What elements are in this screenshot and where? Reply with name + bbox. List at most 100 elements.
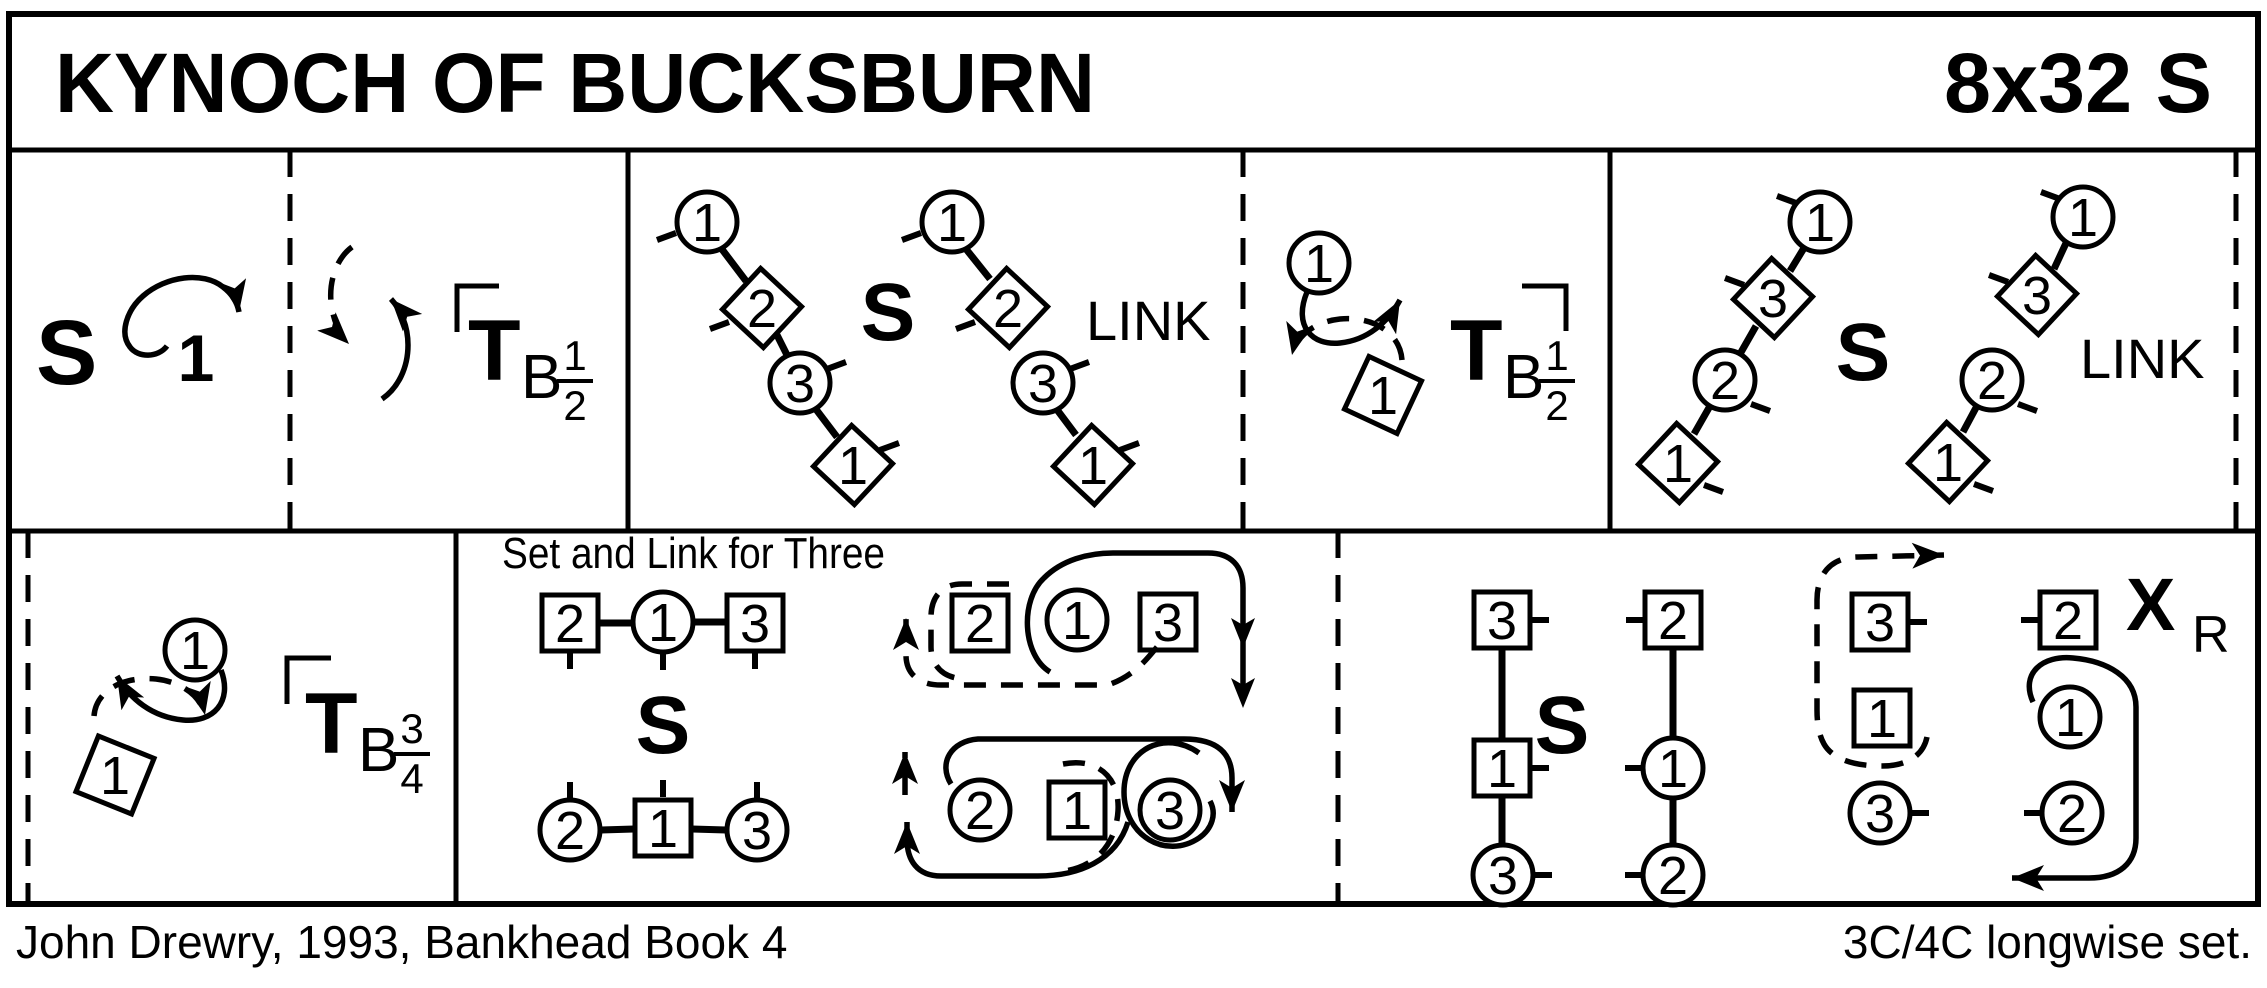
connector — [2050, 239, 2071, 271]
dancer-number: 3 — [1758, 269, 1788, 329]
hand-symbol: B — [1503, 343, 1544, 412]
fraction-denominator: 2 — [1545, 382, 1568, 429]
dancer-number: 3 — [1865, 784, 1895, 844]
dancer-circle — [1692, 347, 1758, 413]
dancer-number: 1 — [1805, 193, 1835, 253]
facing-tick — [1118, 440, 1141, 453]
dancer-square — [2037, 589, 2099, 651]
dancer-number: 1 — [937, 193, 967, 253]
facing-tick — [1775, 193, 1798, 206]
dancer-number: 3 — [2022, 266, 2052, 326]
dancer-circle — [537, 797, 603, 863]
dance-title: KYNOCH OF BUCKSBURN — [55, 36, 1095, 130]
fraction-numerator: 3 — [400, 705, 423, 752]
dancer-diamond — [72, 732, 158, 818]
fraction-numerator: 1 — [1545, 332, 1568, 379]
set-type: 3C/4C longwise set. — [1843, 916, 2252, 968]
dancer-square — [632, 797, 694, 859]
dancer-circle — [630, 589, 696, 655]
dancer-square — [1137, 591, 1199, 653]
travel-path-solid — [943, 736, 1245, 812]
dancer-number: 3 — [1488, 846, 1518, 906]
cast-arrow — [122, 274, 247, 358]
set-symbol: S — [1535, 680, 1590, 771]
dancer-number: 3 — [1153, 593, 1183, 653]
connector — [1052, 404, 1079, 438]
set-symbol: S — [1836, 307, 1891, 398]
couple-number: 1 — [178, 321, 215, 395]
facing-tick — [1702, 482, 1725, 495]
dancer-square — [1471, 737, 1533, 799]
turn-symbol: T — [468, 303, 521, 399]
cross-path-solid — [2012, 654, 2139, 891]
dancer-square — [1642, 589, 1704, 651]
dancer-number: 3 — [740, 594, 770, 654]
cross-path-dashed — [1814, 542, 1945, 769]
dance-formation: 8x32 S — [1944, 36, 2212, 130]
dancer-circle — [2050, 184, 2116, 250]
set-symbol: S — [861, 267, 916, 358]
dancer-number: 1 — [648, 799, 678, 859]
facing-tick — [2016, 401, 2039, 414]
connector — [1736, 324, 1760, 356]
facing-tick — [825, 359, 848, 372]
facing-tick — [1972, 481, 1995, 494]
connector — [1959, 402, 1982, 434]
dancer-diamond — [1729, 254, 1817, 342]
arrowhead-down — [1231, 618, 1255, 648]
dancer-circle — [1010, 350, 1076, 416]
dancer-diamond — [1049, 421, 1137, 509]
dancer-circle — [162, 617, 228, 683]
facing-tick — [900, 230, 923, 243]
fraction-numerator: 1 — [563, 332, 586, 379]
dancer-number: 2 — [1658, 846, 1688, 906]
dancer-circle — [724, 797, 790, 863]
cross-hand: R — [2192, 606, 2230, 664]
set-symbol: S — [636, 680, 691, 771]
figure-caption: Set and Link for Three — [502, 529, 885, 578]
dancer-number: 1 — [1658, 739, 1688, 799]
travel-path-dashed — [893, 618, 1160, 688]
turn-arrow-solid — [114, 669, 228, 723]
dancer-number: 1 — [1933, 433, 1963, 493]
dancer-number: 1 — [838, 436, 868, 496]
facing-tick — [1723, 275, 1746, 288]
dancer-number: 1 — [1368, 366, 1398, 426]
dancer-number: 2 — [965, 781, 995, 841]
dancer-number: 3 — [1028, 354, 1058, 414]
dancer-circle — [1847, 780, 1913, 846]
dancer-number: 3 — [785, 354, 815, 414]
dancer-number: 1 — [2068, 188, 2098, 248]
dancer-number: 2 — [555, 594, 585, 654]
dancer-number: 2 — [555, 801, 585, 861]
dancer-number: 2 — [993, 279, 1023, 339]
hand-symbol: B — [358, 716, 399, 785]
fraction-denominator: 4 — [400, 755, 423, 802]
dancer-circle — [947, 777, 1013, 843]
turn-symbol: T — [305, 676, 358, 772]
connector — [691, 825, 727, 834]
dancer-square — [1046, 779, 1108, 841]
facing-tick — [954, 319, 977, 332]
dancer-number: 1 — [1078, 436, 1108, 496]
dancer-circle — [919, 189, 985, 255]
travel-loop-dashed — [1062, 760, 1121, 874]
dancer-diamond — [718, 264, 806, 352]
hand-symbol: B — [521, 343, 562, 412]
facing-tick — [2039, 189, 2062, 202]
dancer-circle — [1286, 230, 1352, 296]
turn-arrow-solid — [1299, 290, 1403, 346]
set-symbol: S — [36, 302, 97, 404]
dancer-square — [1851, 687, 1913, 749]
connector — [773, 333, 791, 357]
dancer-number: 1 — [692, 193, 722, 253]
dancer-number: 1 — [1304, 234, 1334, 294]
dancer-circle — [1137, 777, 1203, 843]
dancer-number: 3 — [1487, 591, 1517, 651]
dancer-circle — [1787, 189, 1853, 255]
dancer-number: 3 — [1865, 593, 1895, 653]
connector — [963, 246, 993, 282]
travel-loop-solid — [1121, 740, 1216, 850]
